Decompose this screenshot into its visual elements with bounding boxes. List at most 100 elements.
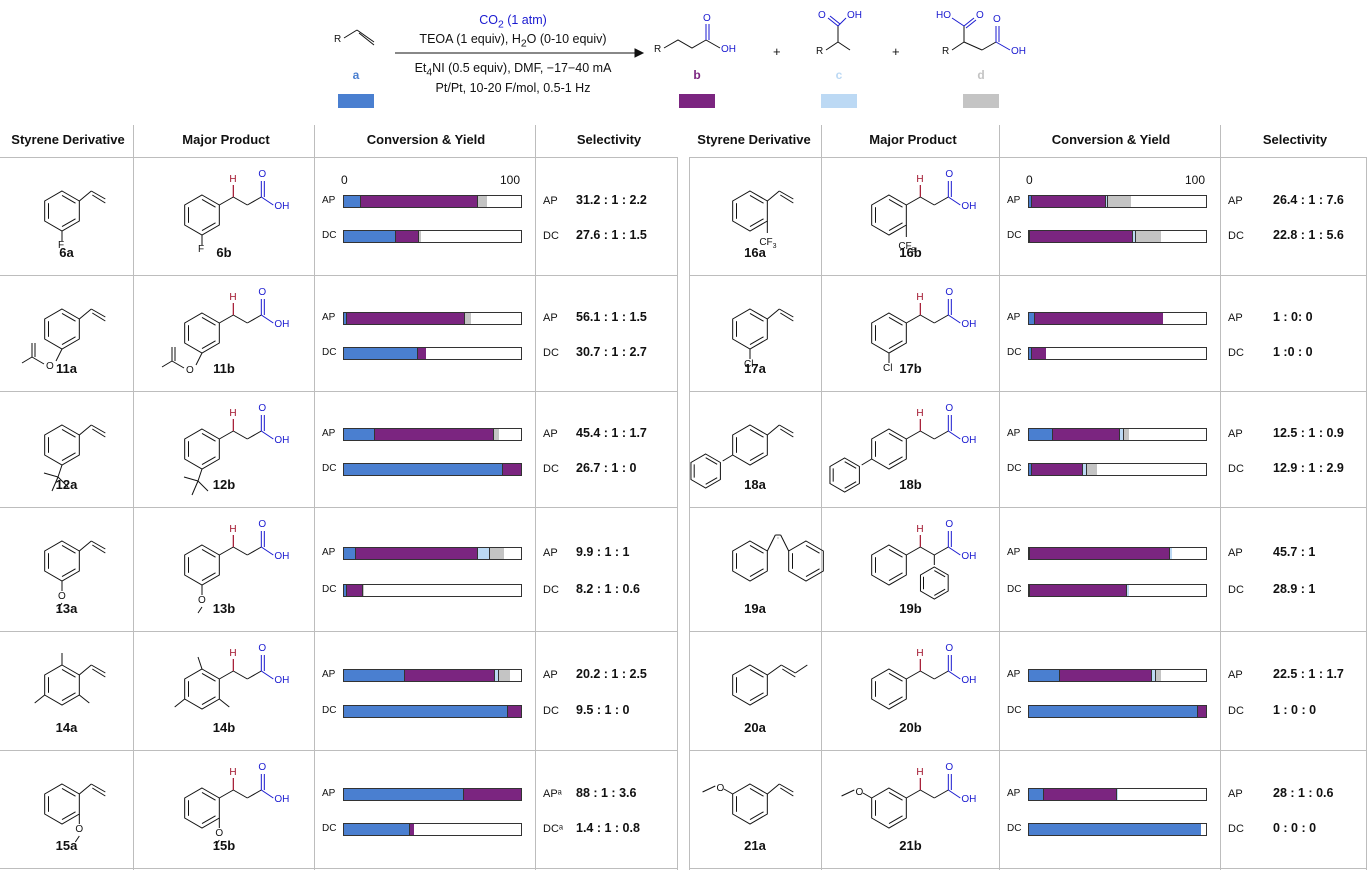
row-label-ap: AP <box>322 428 336 439</box>
selectivity-label-dc: DC <box>543 705 559 717</box>
label-b: b <box>693 68 701 82</box>
col-head-substrate-left: Styrene Derivative <box>11 132 125 147</box>
svg-text:Cl: Cl <box>744 359 753 370</box>
bar-segment-d <box>497 670 510 681</box>
conversion-bar-ap <box>1028 788 1207 801</box>
bar-segment-a <box>344 464 502 475</box>
conversion-bar-dc <box>343 705 522 718</box>
selectivity-value-dc: 28.9 : 1 <box>1273 582 1316 596</box>
svg-text:O: O <box>258 287 266 298</box>
conversion-bar-dc <box>1028 705 1207 718</box>
svg-text:O: O <box>945 169 953 180</box>
selectivity-label-ap: AP <box>1228 428 1243 440</box>
svg-text:OH: OH <box>961 319 976 330</box>
bar-segment-b <box>1029 231 1133 242</box>
substrate-structure: O <box>43 540 106 610</box>
conversion-bar-ap <box>343 195 522 208</box>
bar-segment-a <box>344 824 410 835</box>
svg-text:O: O <box>186 365 194 376</box>
substrate-id: 18a <box>744 477 766 492</box>
bar-segment-a <box>1029 313 1035 324</box>
svg-text:O: O <box>945 287 953 298</box>
col-head-conversion-left: Conversion & Yield <box>366 132 486 147</box>
selectivity-value-dc: 8.2 : 1 : 0.6 <box>576 582 640 596</box>
selectivity-label-ap: AP <box>1228 547 1243 559</box>
bar-segment-c <box>476 548 491 559</box>
substrate-id: 13a <box>55 601 78 616</box>
bar-segment-a <box>344 670 405 681</box>
swatch-c <box>821 94 857 108</box>
row-label-dc: DC <box>322 463 337 474</box>
svg-text:R: R <box>654 44 661 55</box>
svg-text:R: R <box>942 46 949 57</box>
svg-text:OH: OH <box>274 201 289 212</box>
svg-text:H: H <box>916 767 923 778</box>
product-id: 18b <box>899 477 922 492</box>
conversion-bar-ap <box>343 312 522 325</box>
substrate-id: 21a <box>744 838 766 853</box>
bar-segment-a <box>1029 348 1031 359</box>
product-id: 19b <box>899 601 922 616</box>
selectivity-label-ap: APᵃ <box>543 788 562 800</box>
row-label-dc: DC <box>1007 584 1022 595</box>
row-label-ap: AP <box>1007 669 1021 680</box>
selectivity-value-ap: 45.4 : 1 : 1.7 <box>576 426 647 440</box>
svg-text:O: O <box>198 595 206 606</box>
row-label-dc: DC <box>1007 463 1022 474</box>
svg-text:OH: OH <box>1011 46 1026 57</box>
selectivity-label-ap: AP <box>1228 788 1243 800</box>
row-label-dc: DC <box>322 347 337 358</box>
conversion-bar-dc <box>343 230 522 243</box>
bar-segment-d <box>1135 231 1161 242</box>
bar-segment-b <box>345 585 363 596</box>
row-label-ap: AP <box>322 312 336 323</box>
substrate-a-structure: R <box>334 29 375 46</box>
bar-segment-b <box>1029 548 1170 559</box>
grid-line <box>535 125 536 870</box>
grid-line <box>0 275 677 276</box>
grid-line <box>689 750 1366 751</box>
bar-segment-c <box>494 670 499 681</box>
selectivity-value-ap: 9.9 : 1 : 1 <box>576 545 630 559</box>
bar-segment-d <box>361 585 365 596</box>
axis-max: 100 <box>500 173 521 187</box>
bar-segment-b <box>501 464 521 475</box>
axis-min: 0 <box>341 173 348 187</box>
bar-segment-a <box>1029 824 1201 835</box>
svg-text:O: O <box>46 361 54 372</box>
selectivity-label-dc: DC <box>1228 463 1244 475</box>
grid-line <box>314 125 315 870</box>
svg-text:OH: OH <box>961 794 976 805</box>
bar-segment-b <box>409 824 415 835</box>
svg-text:OH: OH <box>274 675 289 686</box>
selectivity-value-dc: 9.5 : 1 : 0 <box>576 703 630 717</box>
svg-text:Cl: Cl <box>883 363 892 374</box>
selectivity-label-dc: DC <box>543 584 559 596</box>
grid-line <box>0 868 677 869</box>
conversion-bar-ap <box>343 788 522 801</box>
bar-segment-a <box>344 585 346 596</box>
substrate-id: 20a <box>744 720 766 735</box>
svg-text:H: H <box>916 408 923 419</box>
selectivity-value-dc: 1.4 : 1 : 0.8 <box>576 821 640 835</box>
bar-segment-b <box>345 313 466 324</box>
bar-segment-a <box>1029 789 1044 800</box>
svg-text:O: O <box>215 828 223 839</box>
reaction-scheme: R CO2 (1 atm) TEOA (1 equiv), H2O (0-10 … <box>0 0 1367 125</box>
svg-text:O: O <box>258 403 266 414</box>
bar-segment-d <box>476 196 487 207</box>
svg-text:O: O <box>945 519 953 530</box>
selectivity-value-dc: 26.7 : 1 : 0 <box>576 461 637 475</box>
conversion-bar-dc <box>343 584 522 597</box>
bar-segment-d <box>1122 429 1130 440</box>
substrate-structure: Cl <box>732 308 794 370</box>
row-label-ap: AP <box>322 195 336 206</box>
swatch-d <box>963 94 999 108</box>
conversion-bar-dc <box>1028 463 1207 476</box>
bar-segment-b <box>374 429 494 440</box>
selectivity-label-dc: DC <box>543 347 559 359</box>
product-id: 11b <box>213 361 235 376</box>
